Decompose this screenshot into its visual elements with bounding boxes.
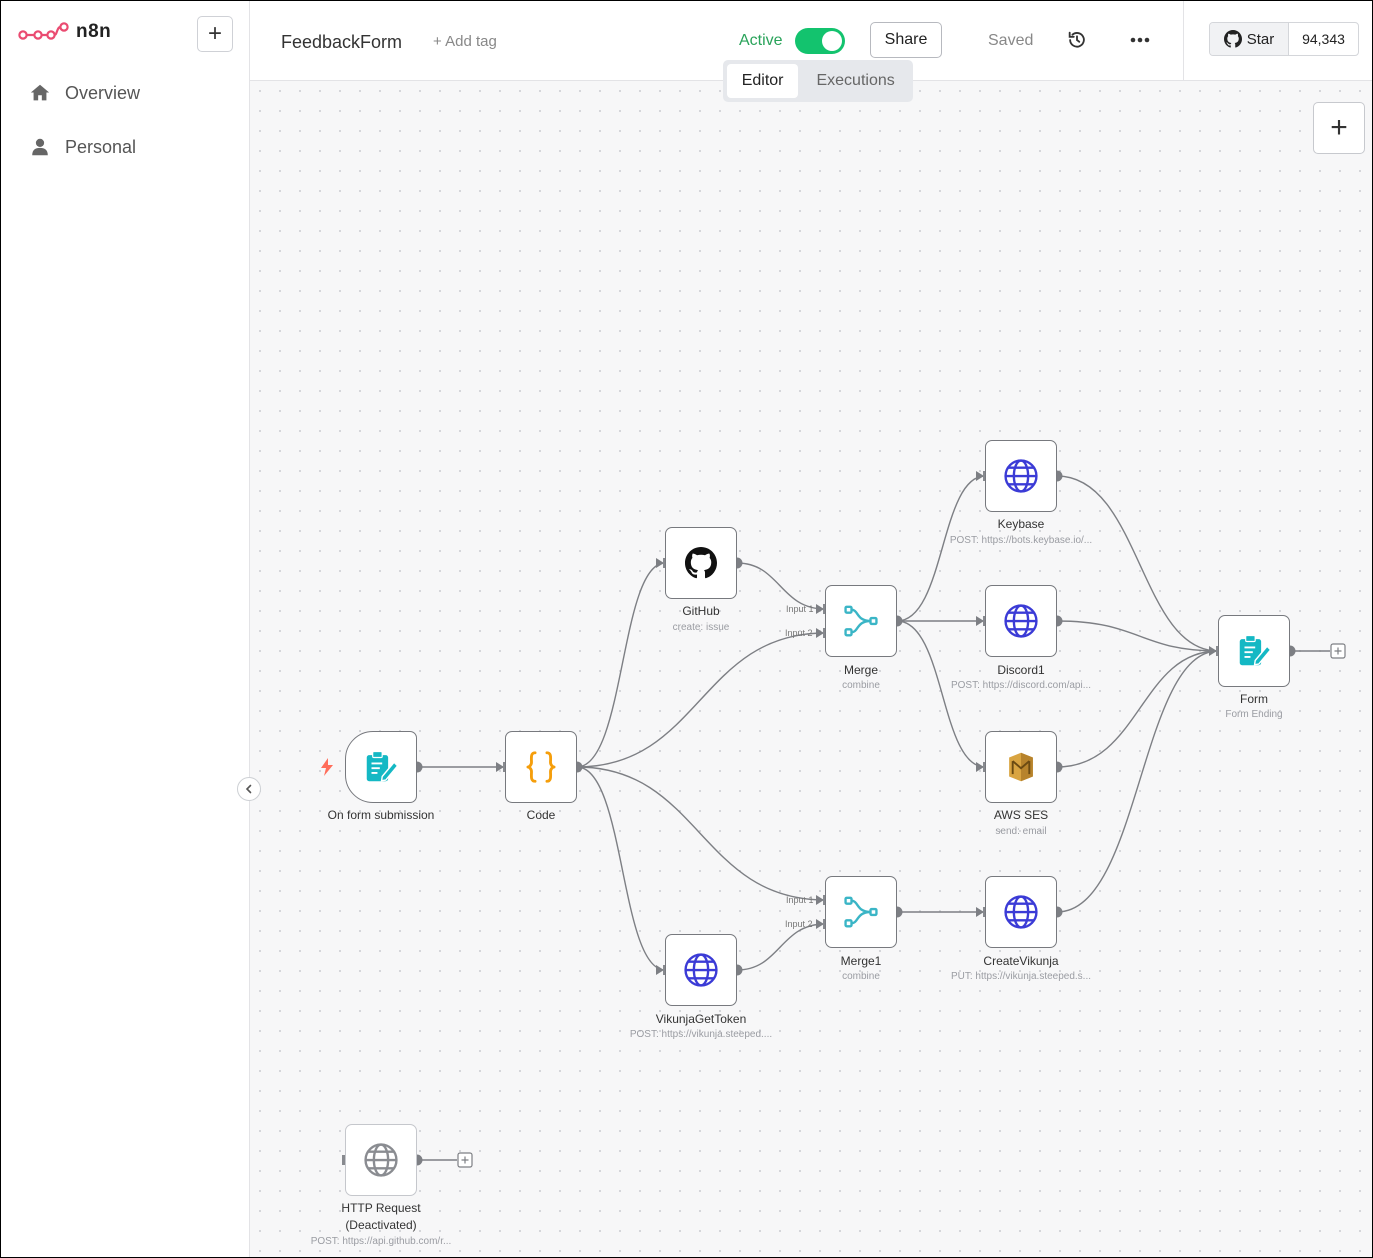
globe-icon <box>1004 895 1038 929</box>
tab-editor[interactable]: Editor <box>727 64 799 98</box>
saved-status: Saved <box>988 32 1034 49</box>
node-github[interactable] <box>665 527 737 599</box>
node-discord1[interactable] <box>985 585 1057 657</box>
chevron-left-icon <box>245 784 252 794</box>
node-label: Merge <box>843 663 878 677</box>
node-http-request-deactivated[interactable] <box>345 1124 417 1196</box>
merge-icon <box>844 896 878 928</box>
add-tag-link[interactable]: + Add tag <box>433 33 497 50</box>
node-label: HTTP Request <box>341 1201 421 1215</box>
node-label: AWS SES <box>993 808 1049 822</box>
node-subtitle: Form Ending <box>1225 709 1283 720</box>
github-star-label[interactable]: Star <box>1210 23 1289 55</box>
node-subtitle: combine <box>842 680 880 691</box>
n8n-logo[interactable]: n8n <box>18 21 111 43</box>
workflow-name[interactable]: FeedbackForm <box>281 32 403 52</box>
port-label: Input 1 <box>786 895 814 905</box>
node-subtitle: PUT: https://vikunja.steeped.s... <box>950 971 1092 982</box>
node-label: CreateVikunja <box>983 954 1059 968</box>
node-keybase[interactable] <box>985 440 1057 512</box>
node-subtitle: POST: https://vikunja.steeped.... <box>629 1029 773 1040</box>
view-tabs: Editor Executions <box>723 60 913 102</box>
port-label: Input 2 <box>785 628 813 638</box>
more-options-icon[interactable] <box>1129 30 1151 50</box>
form-icon <box>1239 634 1272 666</box>
node-subtitle: create: issue <box>672 622 730 633</box>
node-label: VikunjaGetToken <box>655 1012 747 1026</box>
add-node-button[interactable]: + <box>1313 102 1365 154</box>
port-label: Input 1 <box>786 604 814 614</box>
active-label: Active <box>739 32 783 49</box>
trigger-bolt-icon <box>321 758 333 776</box>
collapse-sidebar-button[interactable] <box>237 777 261 801</box>
n8n-logo-icon <box>18 22 69 40</box>
node-label: Form <box>1240 692 1268 706</box>
node-label: On form submission <box>327 808 435 822</box>
header-divider <box>1183 1 1184 80</box>
node-label: Merge1 <box>840 954 882 968</box>
node-subtitle: send: email <box>995 826 1047 837</box>
node-merge1[interactable] <box>825 876 897 948</box>
globe-icon <box>364 1143 398 1177</box>
merge-icon <box>844 605 878 637</box>
sidebar-item-label: Overview <box>65 82 141 103</box>
github-icon <box>685 547 717 579</box>
node-merge[interactable] <box>825 585 897 657</box>
github-star-text: Star <box>1246 30 1275 48</box>
node-form[interactable] <box>1218 615 1290 687</box>
sidebar-item-label: Personal <box>65 136 137 157</box>
brand-name: n8n <box>76 21 112 42</box>
globe-icon <box>1004 459 1038 493</box>
user-icon <box>32 138 48 156</box>
code-braces-icon <box>526 751 556 783</box>
aws-ses-icon <box>1009 752 1033 782</box>
node-label: Keybase <box>997 517 1045 531</box>
form-icon <box>366 750 399 782</box>
node-create-vikunja[interactable] <box>985 876 1057 948</box>
node-label: Discord1 <box>997 663 1045 677</box>
node-subtitle: combine <box>842 971 880 982</box>
node-label: Code <box>526 808 556 822</box>
node-label: GitHub <box>682 604 720 618</box>
port-label: Input 2 <box>785 919 813 929</box>
node-on-form-submission[interactable] <box>345 731 417 803</box>
globe-icon <box>684 953 718 987</box>
node-subtitle: POST: https://discord.com/api... <box>950 680 1092 691</box>
node-vikunja-get-token[interactable] <box>665 934 737 1006</box>
node-subtitle: POST: https://bots.keybase.io/... <box>949 535 1093 546</box>
active-toggle[interactable] <box>795 28 845 54</box>
history-icon[interactable] <box>1066 29 1088 51</box>
sidebar: n8n + Overview Personal <box>1 1 250 1257</box>
github-icon <box>1223 30 1242 48</box>
sidebar-item-overview[interactable]: Overview <box>29 82 140 104</box>
node-aws-ses[interactable] <box>985 731 1057 803</box>
github-star-button[interactable]: Star 94,343 <box>1209 22 1359 56</box>
github-star-count[interactable]: 94,343 <box>1302 31 1345 47</box>
node-label-deactivated: (Deactivated) <box>345 1218 417 1232</box>
node-subtitle: POST: https://api.github.com/r... <box>310 1236 452 1247</box>
node-code[interactable] <box>505 731 577 803</box>
create-new-button[interactable]: + <box>197 16 233 52</box>
tab-executions[interactable]: Executions <box>816 72 895 89</box>
sidebar-item-personal[interactable]: Personal <box>29 136 136 158</box>
globe-icon <box>1004 604 1038 638</box>
home-icon <box>30 84 50 101</box>
share-button[interactable]: Share <box>870 22 942 58</box>
